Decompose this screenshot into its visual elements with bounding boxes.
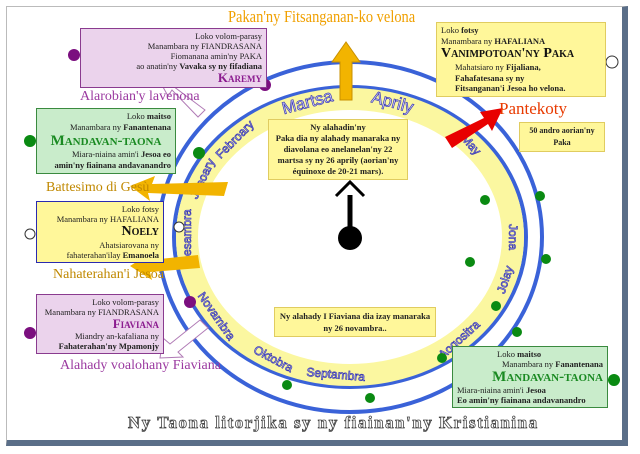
text: Fitsanganan'i Jesoa ho velona. — [455, 83, 566, 93]
box-title: Fiaviana — [112, 316, 159, 331]
text: Loko — [497, 349, 518, 359]
text: Manambara ny — [441, 35, 495, 46]
box-title: Mandavan-taona — [50, 133, 162, 149]
text: ao anatin'ny — [136, 61, 180, 71]
text: Fahafatesana sy ny — [455, 72, 525, 83]
text: Emanoela — [122, 250, 159, 260]
label-nahaterahana: Nahaterahan'i Jesoa — [53, 267, 164, 282]
text: Miara-niaina amin'i — [457, 385, 527, 395]
center-bottom-note: Ny alahady I Fiaviana dia izay manaraka … — [274, 307, 436, 337]
text: Manambara ny FIANDRASANA — [44, 307, 159, 317]
text: Loko volom-parasy — [92, 297, 159, 307]
text: maitso — [146, 111, 171, 121]
text: Jesoa eo — [141, 149, 171, 159]
month-label: Septambra — [306, 365, 366, 384]
text: Eo amin'ny fiainana andavanandro — [457, 395, 586, 405]
text: Fahaterahan'ny Mpamonjy — [58, 341, 159, 351]
box-title: Karemy — [217, 70, 262, 85]
text: Manambara ny — [69, 122, 124, 132]
text: Mahatsiaro ny — [455, 62, 506, 72]
paka-box: Loko fotsy Manambara ny HAFALIANA Vanimp… — [436, 22, 606, 97]
text: Manambara ny FIANDRASANA — [147, 41, 262, 51]
month-label: Desambra — [180, 209, 194, 265]
box-title: Vanimpotoan'ny Paka — [441, 46, 575, 61]
label-battesimo: Battesimo di Gesù — [46, 180, 150, 195]
text: Loko — [126, 111, 147, 121]
text: Manambara ny HAFALIANA — [56, 214, 159, 224]
text: Miara-niaina amin'i — [71, 149, 142, 159]
text: Loko volom-parasy — [195, 31, 262, 41]
text: maitso — [517, 349, 542, 359]
note-body: Paka dia ny alahady manaraka ny diavolan… — [275, 133, 401, 176]
box-title: Noely — [121, 224, 159, 239]
text: Fanantenana — [123, 122, 171, 132]
label-pantekoty: Pantekoty — [499, 99, 567, 118]
dots — [24, 49, 620, 403]
noely-box: Loko fotsy Manambara ny HAFALIANA Noely … — [36, 201, 164, 263]
center-top-note: Ny alahadin'ny Paka dia ny alahady manar… — [268, 119, 408, 180]
text: Jesoa — [526, 385, 546, 395]
arrow-red-icon — [445, 108, 503, 148]
chevron-up-icon — [334, 179, 366, 198]
label-fiaviana: Alahady voalohany Fiaviana — [60, 358, 221, 373]
text: fotsy — [461, 25, 479, 35]
fiaviana-box: Loko volom-parasy Manambara ny FIANDRASA… — [36, 294, 164, 354]
note-line: Ny alahadin'ny — [310, 122, 366, 132]
text: fahaterahan'ilay — [66, 250, 123, 260]
text: Fanantenana — [555, 359, 603, 369]
hand-pivot — [338, 226, 362, 250]
karemy-box: Loko volom-parasy Manambara ny FIANDRASA… — [80, 28, 267, 88]
mandavan-taona-box-1: Loko maitso Manambara ny Fanantenana Man… — [36, 108, 176, 174]
arrow-left-icon — [130, 176, 228, 201]
arrow-white-icon — [159, 319, 209, 359]
text: Manambara ny — [501, 359, 556, 369]
mandavan-taona-box-2: Loko maitso Manambara ny Fanantenana Man… — [452, 346, 608, 408]
month-label: Jona — [506, 224, 520, 250]
text: Fijaliana, — [506, 62, 541, 72]
text: HAFALIANA — [494, 35, 546, 46]
diagram-title: Ny Taona litorjika sy ny fiainan'ny Kris… — [128, 413, 539, 433]
note-body: Ny alahady I Fiaviana dia izay manaraka … — [279, 311, 431, 333]
text: Vavaka sy ny fifadiana — [179, 61, 262, 71]
label-alarobia: Alarobian'y lavenona — [80, 89, 200, 104]
text: Ahatsiarovana ny — [99, 240, 159, 250]
label-pakana: Pakan'ny Fitsanganan-ko velona — [228, 7, 416, 26]
text: Fiomanana amin'ny PAKA — [170, 51, 262, 61]
text: amin'ny fiainana andavanandro — [54, 160, 171, 170]
arrow-up-icon — [331, 41, 361, 101]
box-title: Mandavan-taona — [492, 369, 603, 385]
note-body: 50 andro aorian'ny Paka — [529, 126, 595, 147]
pantekoty-note: 50 andro aorian'ny Paka — [519, 122, 605, 152]
frame — [6, 6, 628, 446]
text: Miandry an-kafaliana ny — [74, 331, 159, 341]
text: Loko — [441, 25, 462, 35]
text: Loko fotsy — [121, 204, 159, 214]
